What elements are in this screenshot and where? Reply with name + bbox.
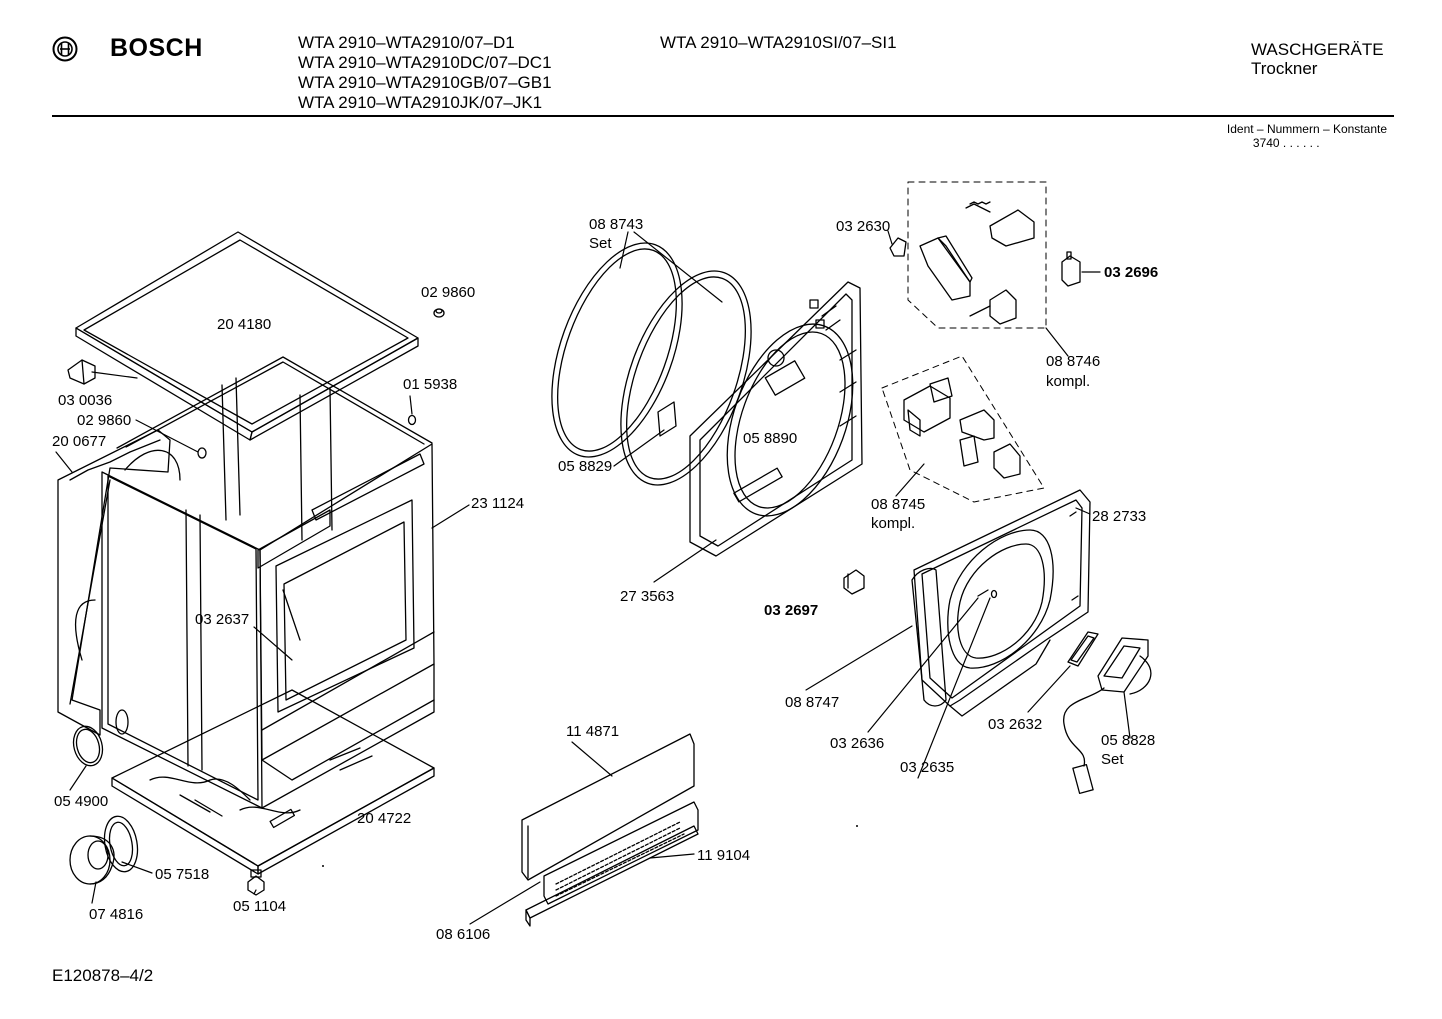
part-label: 05 8829 [558,458,612,475]
leader-lines [55,230,1131,925]
part-label: 05 4900 [54,793,108,810]
part-label: 05 8828 [1101,732,1155,749]
cabinet-body-part [101,356,435,809]
part-label: 27 3563 [620,588,674,605]
panel-trim-part [525,825,699,927]
assembly-outline-8745 [881,355,1045,503]
bracket-part [67,359,96,385]
model-list-right: WTA 2910–WTA2910SI/07–SI1 [660,33,897,53]
small-switch-part [843,569,865,595]
part-label: 08 6106 [436,926,490,943]
oval-cover-part [72,725,104,767]
part-label: 05 1104 [233,898,286,915]
part-label: 11 9104 [697,847,750,864]
felt-strip-part [657,401,677,437]
part-label: 11 4871 [566,723,619,740]
foot-screw-part [247,869,265,896]
model-line: WTA 2910–WTA2910JK/07–JK1 [298,93,543,112]
category-title: WASCHGERÄTE [1251,40,1384,59]
part-label: 01 5938 [403,376,457,393]
model-line: WTA 2910–WTA2910/07–D1 [298,33,515,52]
rear-panel-part [57,429,181,736]
part-label: 02 9860 [421,284,475,301]
door-screw-part [977,589,998,599]
panel-strip-part [543,801,699,905]
part-label: 03 2635 [900,759,954,776]
model-list: WTA 2910–WTA2910/07–D1 WTA 2910–WTA2910D… [298,33,552,113]
door-seal-part [911,567,947,707]
part-label: 02 9860 [77,412,131,429]
part-label: 20 4180 [217,316,271,333]
part-label: 03 2630 [836,218,890,235]
part-label: 20 0677 [52,433,106,450]
assembly-outline-8746 [907,181,1047,329]
part-label: 08 8746 [1046,353,1100,370]
part-label: 03 2632 [988,716,1042,733]
drawing-code: E120878–4/2 [52,966,154,985]
microswitch-part [1061,251,1081,287]
brand-name: BOSCH [110,34,203,62]
front-shield-part [689,281,863,557]
model-line: WTA 2910–WTA2910SI/07–SI1 [660,33,897,52]
part-label: 20 4722 [357,810,411,827]
part-label: 03 2697 [764,602,818,619]
handle-insert-part [1067,631,1099,667]
bosch-logo-icon [52,36,78,61]
brand: BOSCH [52,34,203,63]
base-frame-part [111,689,435,875]
screw-part [433,308,445,318]
part-label: 28 2733 [1092,508,1146,525]
part-label: kompl. [1046,373,1090,390]
fan-housing-part [69,835,115,885]
model-line: WTA 2910–WTA2910DC/07–DC1 [298,53,552,72]
header-divider [52,115,1394,117]
model-line: WTA 2910–WTA2910GB/07–GB1 [298,73,552,92]
part-label: 08 8745 [871,496,925,513]
part-label: 03 0036 [58,392,112,409]
door-frame-part [913,489,1091,717]
category-subtitle: Trockner [1251,59,1318,78]
ident-label: Ident – Nummern – Konstante [1226,122,1387,136]
part-label: 05 7518 [155,866,209,883]
ident-block: Ident – Nummern – Konstante 3740 . . . .… [1227,122,1387,150]
part-label: 03 2696 [1104,264,1158,281]
part-label: kompl. [871,515,915,532]
part-label: Set [1101,751,1124,768]
ident-value: 3740 . . . . . . [1252,136,1320,150]
cap-part [407,414,417,426]
part-label: 05 8890 [743,430,797,447]
part-label: 23 1124 [471,495,524,512]
sensor-cable-part [1063,637,1152,795]
category-block: WASCHGERÄTE Trockner [1251,40,1384,78]
door-hinge-part [903,377,1021,479]
part-label: 08 8747 [785,694,839,711]
part-label: 03 2637 [195,611,249,628]
part-label: Set [589,235,612,252]
part-label: 03 2636 [830,735,884,752]
part-label: 08 8743 [589,216,643,233]
top-cover-part [75,231,419,441]
part-label: 07 4816 [89,906,143,923]
gasket-ring-part [103,815,139,873]
door-lock-part [889,201,1035,325]
part-labels: 20 4180 02 9860 03 0036 01 5938 02 9860 … [52,216,1158,943]
control-panel-part [521,733,695,881]
